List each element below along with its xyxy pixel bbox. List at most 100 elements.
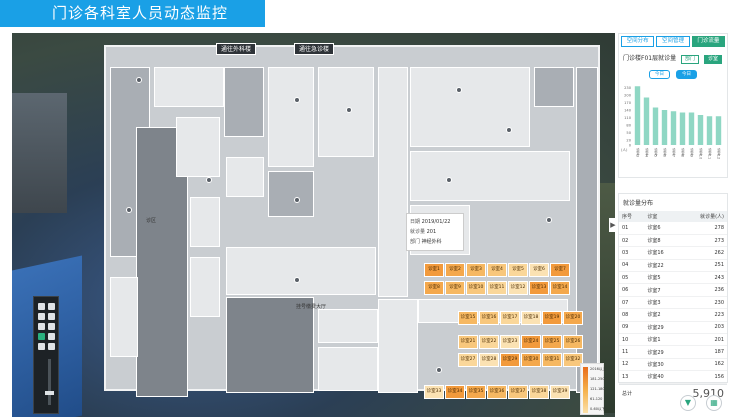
tool-measure-icon[interactable] <box>38 343 45 350</box>
room-heat-cell[interactable]: 诊室29 <box>500 353 520 367</box>
room-heat-cell[interactable]: 诊室12 <box>508 281 528 295</box>
bar[interactable] <box>679 112 686 146</box>
zoom-slider[interactable] <box>48 359 51 405</box>
bar[interactable] <box>697 115 704 145</box>
bar[interactable] <box>661 110 668 145</box>
room-block[interactable] <box>318 309 378 343</box>
location-marker[interactable] <box>136 77 142 83</box>
room-heat-cell[interactable]: 诊室32 <box>563 353 583 367</box>
room-heat-cell[interactable]: 诊室13 <box>529 281 549 295</box>
room-block[interactable] <box>224 67 264 137</box>
bar[interactable] <box>715 116 722 145</box>
room-heat-cell[interactable]: 诊室31 <box>542 353 562 367</box>
room-heat-cell[interactable]: 诊室9 <box>445 281 465 295</box>
room-heat-cell[interactable]: 诊室14 <box>550 281 570 295</box>
tool-home-icon[interactable] <box>38 303 45 310</box>
room-heat-cell[interactable]: 诊室24 <box>521 335 541 349</box>
location-marker[interactable] <box>546 217 552 223</box>
room-block[interactable] <box>410 151 570 201</box>
room-heat-cell[interactable]: 诊室7 <box>550 263 570 277</box>
bar[interactable] <box>643 97 650 146</box>
location-marker[interactable] <box>456 87 462 93</box>
room-block[interactable] <box>190 257 220 317</box>
chip-department[interactable]: 部门 <box>681 55 700 64</box>
room-block[interactable] <box>410 67 530 147</box>
room-heat-cell[interactable]: 诊室6 <box>529 263 549 277</box>
room-heat-cell[interactable]: 诊室30 <box>521 353 541 367</box>
tool-floor-f2-icon[interactable] <box>48 323 55 330</box>
room-block[interactable] <box>534 67 574 107</box>
room-block[interactable] <box>378 299 418 393</box>
room-heat-cell[interactable]: 诊室2 <box>445 263 465 277</box>
room-heat-cell[interactable]: 诊室22 <box>479 335 499 349</box>
room-block[interactable] <box>318 347 378 391</box>
location-marker[interactable] <box>294 197 300 203</box>
zoom-slider-knob[interactable] <box>45 391 54 395</box>
room-heat-cell[interactable]: 诊室10 <box>466 281 486 295</box>
tool-rotate-icon[interactable] <box>38 313 45 320</box>
tab-space-distribution[interactable]: 空间分布 <box>621 36 655 47</box>
room-heat-cell[interactable]: 诊室33 <box>424 385 444 399</box>
bar[interactable] <box>688 112 695 146</box>
tool-floor-f1-icon[interactable] <box>38 333 45 340</box>
room-heat-cell[interactable]: 诊室3 <box>466 263 486 277</box>
location-marker[interactable] <box>506 127 512 133</box>
room-heat-cell[interactable]: 诊室23 <box>500 335 520 349</box>
room-heat-cell[interactable]: 诊室15 <box>458 311 478 325</box>
room-heat-cell[interactable]: 诊室4 <box>487 263 507 277</box>
tool-layers-icon[interactable] <box>48 303 55 310</box>
room-heat-cell[interactable]: 诊室20 <box>563 311 583 325</box>
room-heat-cell[interactable]: 诊室19 <box>542 311 562 325</box>
room-block[interactable] <box>268 171 314 217</box>
room-heat-cell[interactable]: 诊室18 <box>521 311 541 325</box>
room-heat-cell[interactable]: 诊室36 <box>487 385 507 399</box>
room-heat-cell[interactable]: 诊室25 <box>542 335 562 349</box>
segment-option[interactable]: 今日 <box>676 70 697 79</box>
room-block[interactable] <box>190 197 220 247</box>
segment-option[interactable]: 今日 <box>649 70 670 79</box>
room-heat-cell[interactable]: 诊室38 <box>529 385 549 399</box>
tag-emergency-building[interactable]: 通往急诊楼 <box>294 43 335 55</box>
room-heat-cell[interactable]: 诊室28 <box>479 353 499 367</box>
room-heat-cell[interactable]: 诊室8 <box>424 281 444 295</box>
location-marker[interactable] <box>436 367 442 373</box>
room-block[interactable] <box>154 67 224 107</box>
room-heat-cell[interactable]: 诊室35 <box>466 385 486 399</box>
tool-reset-icon[interactable] <box>48 343 55 350</box>
room-heat-cell[interactable]: 诊室39 <box>550 385 570 399</box>
room-heat-cell[interactable]: 诊室27 <box>458 353 478 367</box>
location-marker[interactable] <box>126 207 132 213</box>
tag-surgery-building[interactable]: 通往外科楼 <box>216 43 257 55</box>
tool-floor-f3-icon[interactable] <box>38 323 45 330</box>
chip-room[interactable]: 诊室 <box>703 55 722 64</box>
room-heat-cell[interactable]: 诊室17 <box>500 311 520 325</box>
location-marker[interactable] <box>206 177 212 183</box>
room-heat-cell[interactable]: 诊室21 <box>458 335 478 349</box>
room-block[interactable] <box>268 67 314 167</box>
room-heat-cell[interactable]: 诊室11 <box>487 281 507 295</box>
location-marker[interactable] <box>446 177 452 183</box>
room-block[interactable] <box>378 67 408 297</box>
tool-floor-b1-icon[interactable] <box>48 333 55 340</box>
filter-icon[interactable]: ▼ <box>680 395 696 411</box>
tab-outpatient-flow[interactable]: 门诊流量 <box>691 36 725 47</box>
bar[interactable] <box>652 107 659 146</box>
room-block[interactable] <box>226 247 376 295</box>
room-block[interactable] <box>226 157 264 197</box>
room-block[interactable] <box>176 117 220 177</box>
